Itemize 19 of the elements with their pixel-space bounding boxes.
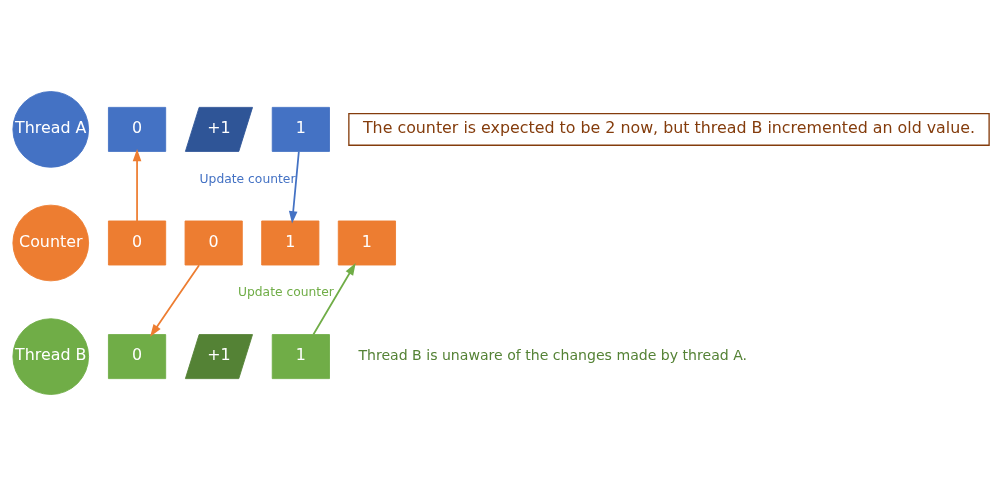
edge-label: Update counter [237,285,334,300]
node-circle: Thread B [12,318,90,395]
edge-label: Update counter [199,172,296,187]
node-box: 0 [184,220,243,266]
node-box: 0 [108,220,167,266]
node-box: 1 [337,220,396,266]
node-circle: Thread A [12,91,90,168]
node-circle: Counter [12,204,90,282]
node-box: 1 [271,334,330,380]
label: Thread B is unaware of the changes made by thread A. [358,346,748,363]
node-box: 1 [261,220,320,266]
arrow [150,264,200,337]
node-box: 1 [271,106,330,152]
node-box: 0 [108,334,167,380]
arrow [312,262,356,336]
node-box: 0 [108,106,167,152]
node-box: The counter is expected to be 2 now, but thread B incremented an old value. [348,112,990,146]
arrow [288,150,300,224]
arrow [132,148,142,222]
